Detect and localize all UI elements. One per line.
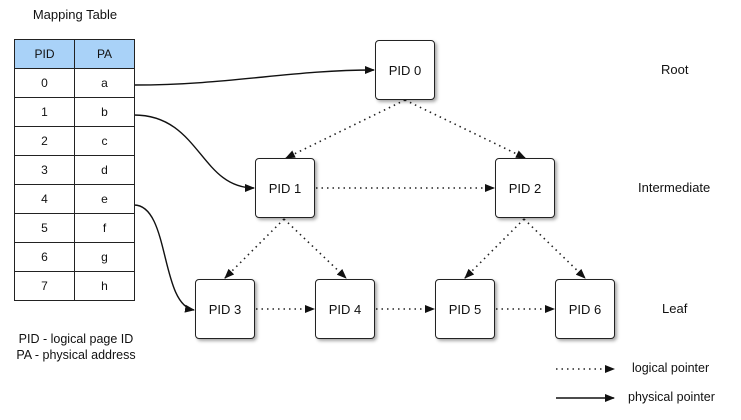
cell-pid: 2 (14, 126, 75, 156)
column-header-pa: PA (74, 39, 135, 69)
logical-pointers (224, 99, 615, 373)
cell-pid: 6 (14, 242, 75, 272)
cell-pid: 0 (14, 68, 75, 98)
cell-pid: 5 (14, 213, 75, 243)
legend-logical-label: logical pointer (632, 361, 710, 375)
edge-pid2-pid6 (523, 218, 586, 279)
cell-pid: 7 (14, 271, 75, 301)
table-row: 2 c (14, 126, 135, 156)
cell-pa: d (74, 155, 135, 185)
table-row: 7 h (14, 271, 135, 301)
phys-e-pid3 (133, 204, 195, 313)
cell-pa: a (74, 68, 135, 98)
node-pid-6: PID 6 (555, 279, 615, 339)
edge-pid2-pid5 (464, 218, 525, 279)
physical-pointers (133, 66, 615, 402)
table-row: 6 g (14, 242, 135, 272)
edge-pid0-pid2 (404, 99, 526, 159)
cell-pa: e (74, 184, 135, 214)
cell-pid: 4 (14, 184, 75, 214)
phys-b-pid1 (133, 114, 255, 192)
edge-pid1-pid3 (224, 218, 285, 279)
node-pid-0: PID 0 (375, 40, 435, 100)
legend-physical-label: physical pointer (628, 390, 715, 404)
table-header-row: PID PA (14, 39, 135, 69)
note-pid: PID - logical page ID (18, 332, 134, 346)
level-label-root: Root (661, 62, 689, 77)
node-pid-1: PID 1 (255, 158, 315, 218)
mapping-table-title: Mapping Table (32, 7, 118, 22)
node-pid-4: PID 4 (315, 279, 375, 339)
cell-pid: 3 (14, 155, 75, 185)
table-row: 1 b (14, 97, 135, 127)
node-pid-3: PID 3 (195, 279, 255, 339)
cell-pa: c (74, 126, 135, 156)
level-label-leaf: Leaf (662, 301, 688, 316)
cell-pa: g (74, 242, 135, 272)
cell-pa: f (74, 213, 135, 243)
node-pid-5: PID 5 (435, 279, 495, 339)
cell-pa: h (74, 271, 135, 301)
phys-a-pid0 (133, 66, 375, 86)
note-pa: PA - physical address (16, 348, 136, 362)
table-row: 4 e (14, 184, 135, 214)
edge-pid1-pid4 (283, 218, 347, 279)
cell-pa: b (74, 97, 135, 127)
column-header-pid: PID (14, 39, 75, 69)
level-label-intermediate: Intermediate (638, 180, 711, 195)
mapping-table: PID PA 0 a 1 b 2 c 3 d 4 e 5 f 6 g 7 h (14, 39, 135, 301)
cell-pid: 1 (14, 97, 75, 127)
table-row: 5 f (14, 213, 135, 243)
edge-pid0-pid1 (285, 99, 406, 159)
table-row: 0 a (14, 68, 135, 98)
node-pid-2: PID 2 (495, 158, 555, 218)
table-row: 3 d (14, 155, 135, 185)
